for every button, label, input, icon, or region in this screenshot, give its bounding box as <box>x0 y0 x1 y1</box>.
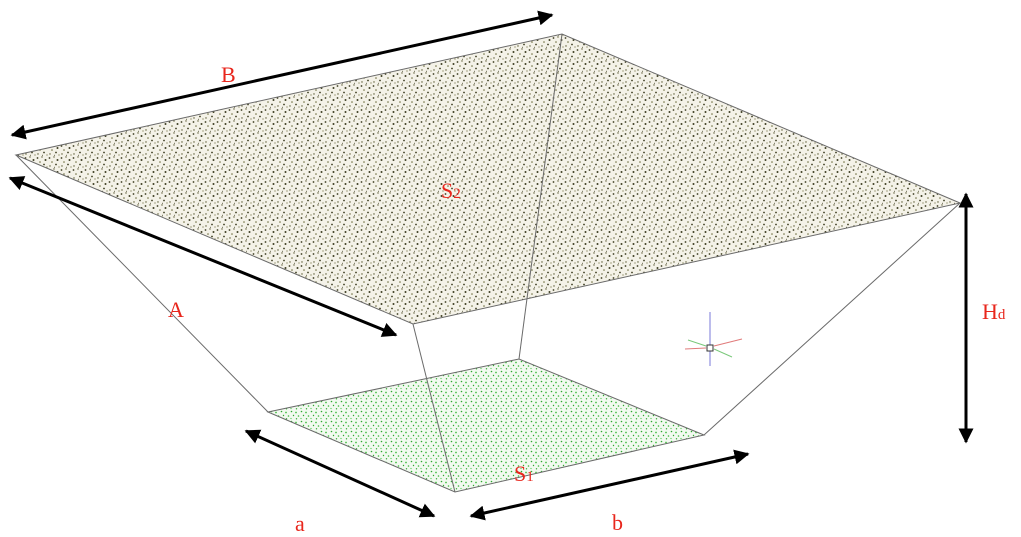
label-b: b <box>612 510 623 535</box>
edge-right <box>703 202 961 436</box>
label-S1: S1 <box>514 461 534 486</box>
label-Hd-subscript: d <box>998 307 1006 323</box>
dimension-arrow-a <box>244 429 436 518</box>
dimension-arrow-A <box>8 176 398 337</box>
dimension-arrow-b <box>469 449 750 521</box>
dimension-arrow-B <box>10 10 554 140</box>
label-Hd-letter: H <box>982 299 998 324</box>
edge-back <box>518 33 563 360</box>
label-S2: S2 <box>441 178 461 203</box>
top-surface <box>14 33 962 325</box>
ucs-axis-icon <box>684 312 743 366</box>
label-S1-letter: S <box>514 461 526 486</box>
label-a: a <box>295 511 305 536</box>
label-S1-subscript: 1 <box>526 469 534 485</box>
label-S2-letter: S <box>441 178 453 203</box>
label-S2-subscript: 2 <box>453 186 461 202</box>
label-Hd: Hd <box>982 299 1006 324</box>
label-B: B <box>221 62 236 87</box>
label-A: A <box>168 297 184 322</box>
edge-front <box>412 323 456 493</box>
